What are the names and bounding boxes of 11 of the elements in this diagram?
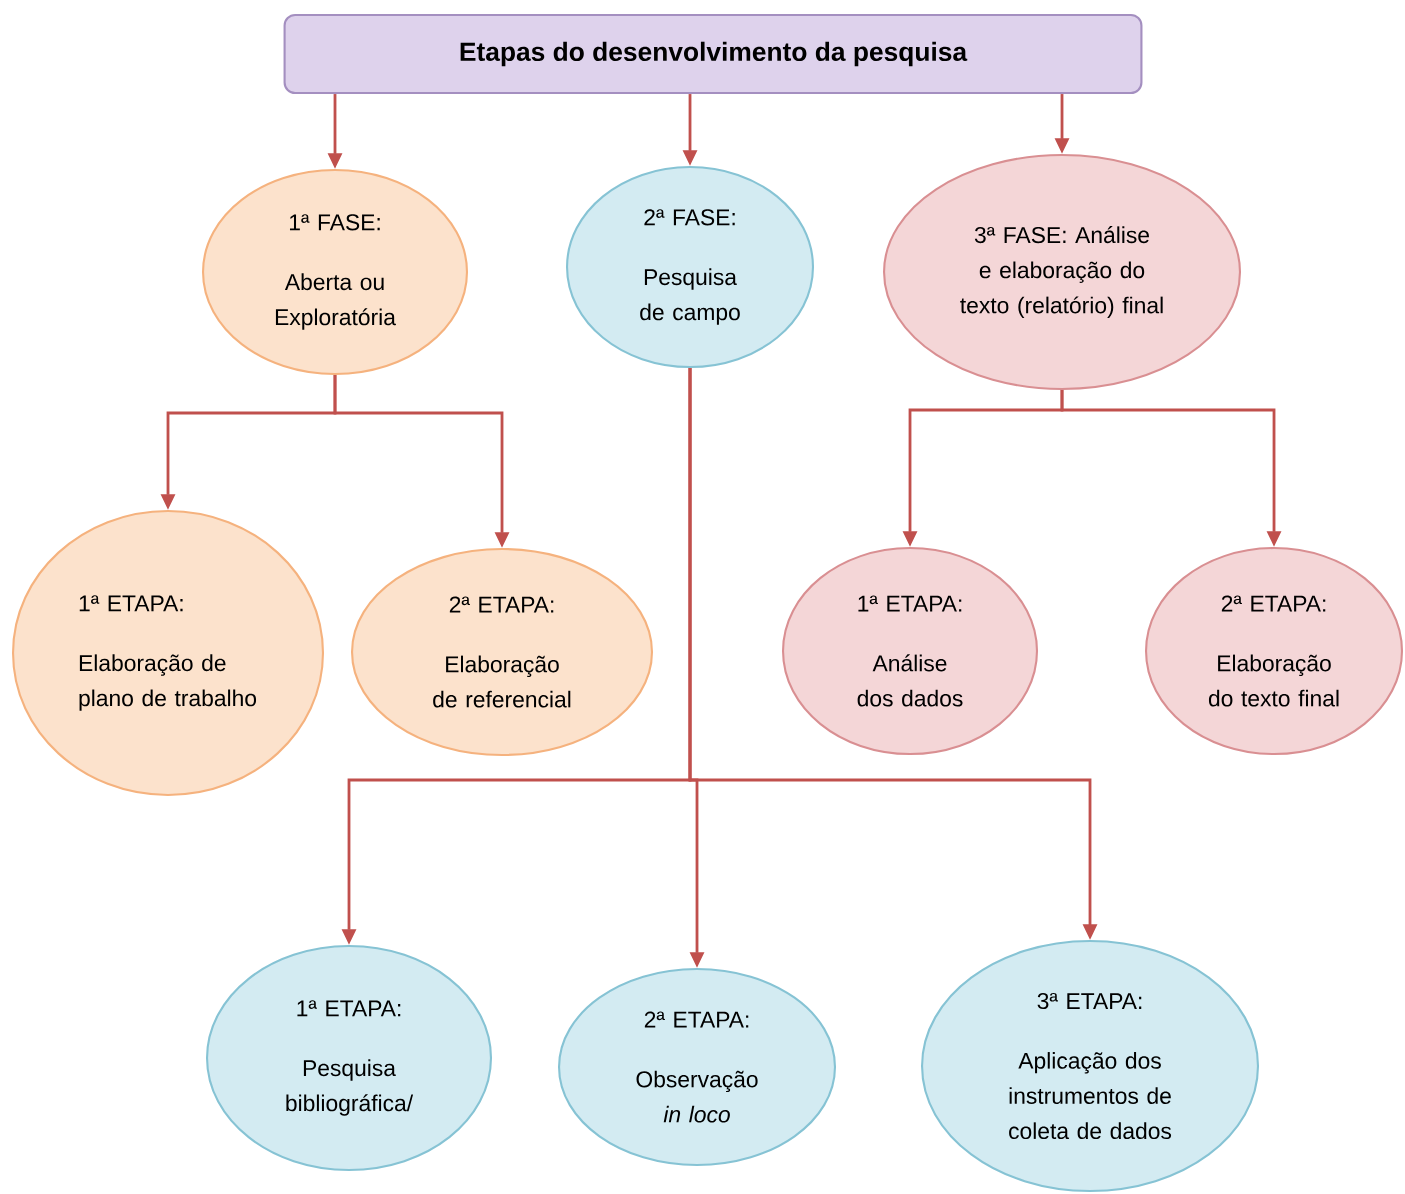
ellipse-node: 2ª ETAPA: Observação in loco (558, 967, 837, 1167)
ellipse-node: 1ª ETAPA: Pesquisa bibliográfica/ (205, 944, 493, 1172)
ellipse-node: 3ª FASE: Análise e elaboração do texto (relatório) final (883, 153, 1242, 391)
ellipse-node: 3ª ETAPA: Aplicação dos instrumentos de coleta de dados (921, 940, 1260, 1193)
title-box: Etapas do desenvolvimento da pesquisa (283, 13, 1143, 95)
ellipse-node: 2ª ETAPA: Elaboração do texto final (1145, 546, 1404, 756)
ellipse-node: 1ª FASE: Aberta ou Exploratória (201, 168, 469, 376)
ellipse-node: 1ª ETAPA: Análise dos dados (781, 546, 1039, 756)
ellipse-node: 2ª ETAPA: Elaboração de referencial (351, 547, 654, 757)
ellipse-node: 2ª FASE: Pesquisa de campo (566, 165, 815, 369)
ellipse-node: 1ª ETAPA: Elaboração de plano de trabalho (12, 510, 325, 797)
